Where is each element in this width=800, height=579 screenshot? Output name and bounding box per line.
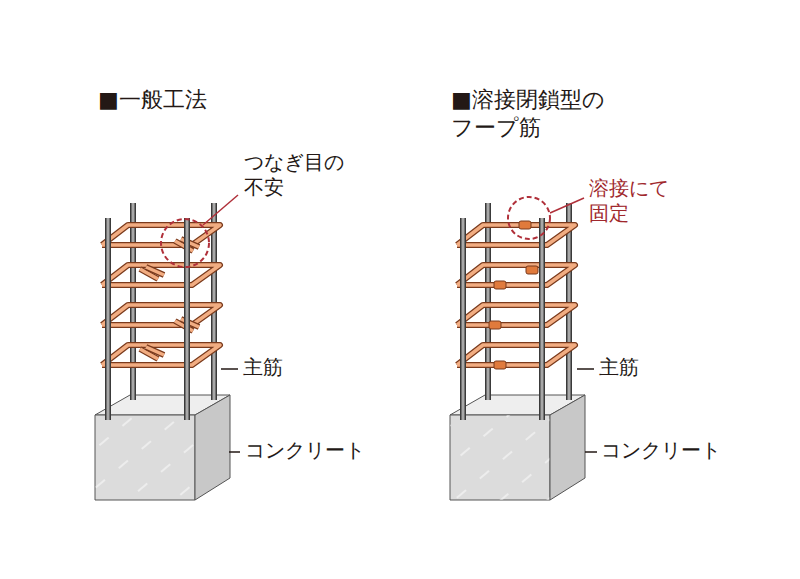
dashed-circle xyxy=(161,219,209,267)
concrete-side xyxy=(195,395,230,500)
heading: ■一般工法 xyxy=(98,86,274,114)
column-welded xyxy=(450,203,585,500)
part-label: 主筋 xyxy=(243,355,303,380)
main-bar xyxy=(460,218,466,420)
hoop xyxy=(457,345,575,365)
hoop xyxy=(146,347,164,355)
leader-line xyxy=(229,451,240,453)
weld xyxy=(519,221,531,229)
leader-line xyxy=(577,368,594,370)
hoop xyxy=(457,225,575,245)
leader-line xyxy=(221,368,238,370)
concrete-side xyxy=(550,395,585,500)
hoop xyxy=(102,345,220,365)
leader-line xyxy=(203,195,238,225)
hoop xyxy=(146,347,164,355)
part-label: コンクリート xyxy=(601,438,741,463)
weld xyxy=(489,321,501,329)
leader-line xyxy=(585,451,597,453)
weld xyxy=(494,281,506,289)
main-bar xyxy=(541,218,544,420)
main-bar xyxy=(105,218,111,420)
heading: ■溶接閉鎖型の フープ筋 xyxy=(451,86,614,141)
hoop xyxy=(102,265,220,285)
concrete-front xyxy=(95,415,195,500)
concrete-front xyxy=(450,415,550,500)
callout-text: 溶接にて 固定 xyxy=(589,176,677,226)
hoop xyxy=(146,267,164,275)
concrete-gloss xyxy=(95,415,195,500)
hoop xyxy=(457,305,575,325)
hoop xyxy=(102,345,220,365)
hoop xyxy=(102,305,220,325)
column-general xyxy=(95,203,230,500)
main-bar xyxy=(130,203,136,400)
main-bar xyxy=(462,218,465,420)
leader-line xyxy=(550,198,584,213)
main-bar xyxy=(487,203,490,400)
hoop xyxy=(457,305,575,325)
main-bar xyxy=(539,218,545,420)
dashed-circle xyxy=(508,197,550,239)
hoop xyxy=(146,267,164,275)
concrete-gloss xyxy=(450,415,550,500)
main-bar xyxy=(485,203,491,400)
main-bar xyxy=(184,218,190,420)
weld xyxy=(526,266,538,274)
weld xyxy=(494,361,506,369)
hoop xyxy=(102,265,220,285)
hoop xyxy=(457,345,575,365)
hoop xyxy=(457,265,575,285)
main-bar xyxy=(132,203,135,400)
main-bar xyxy=(107,218,110,420)
hoop xyxy=(457,265,575,285)
hoop xyxy=(102,305,220,325)
part-label: 主筋 xyxy=(599,355,659,380)
hoop xyxy=(457,225,575,245)
part-label: コンクリート xyxy=(245,438,385,463)
callout-text: つなぎ目の 不安 xyxy=(244,150,352,200)
main-bar xyxy=(186,218,189,420)
